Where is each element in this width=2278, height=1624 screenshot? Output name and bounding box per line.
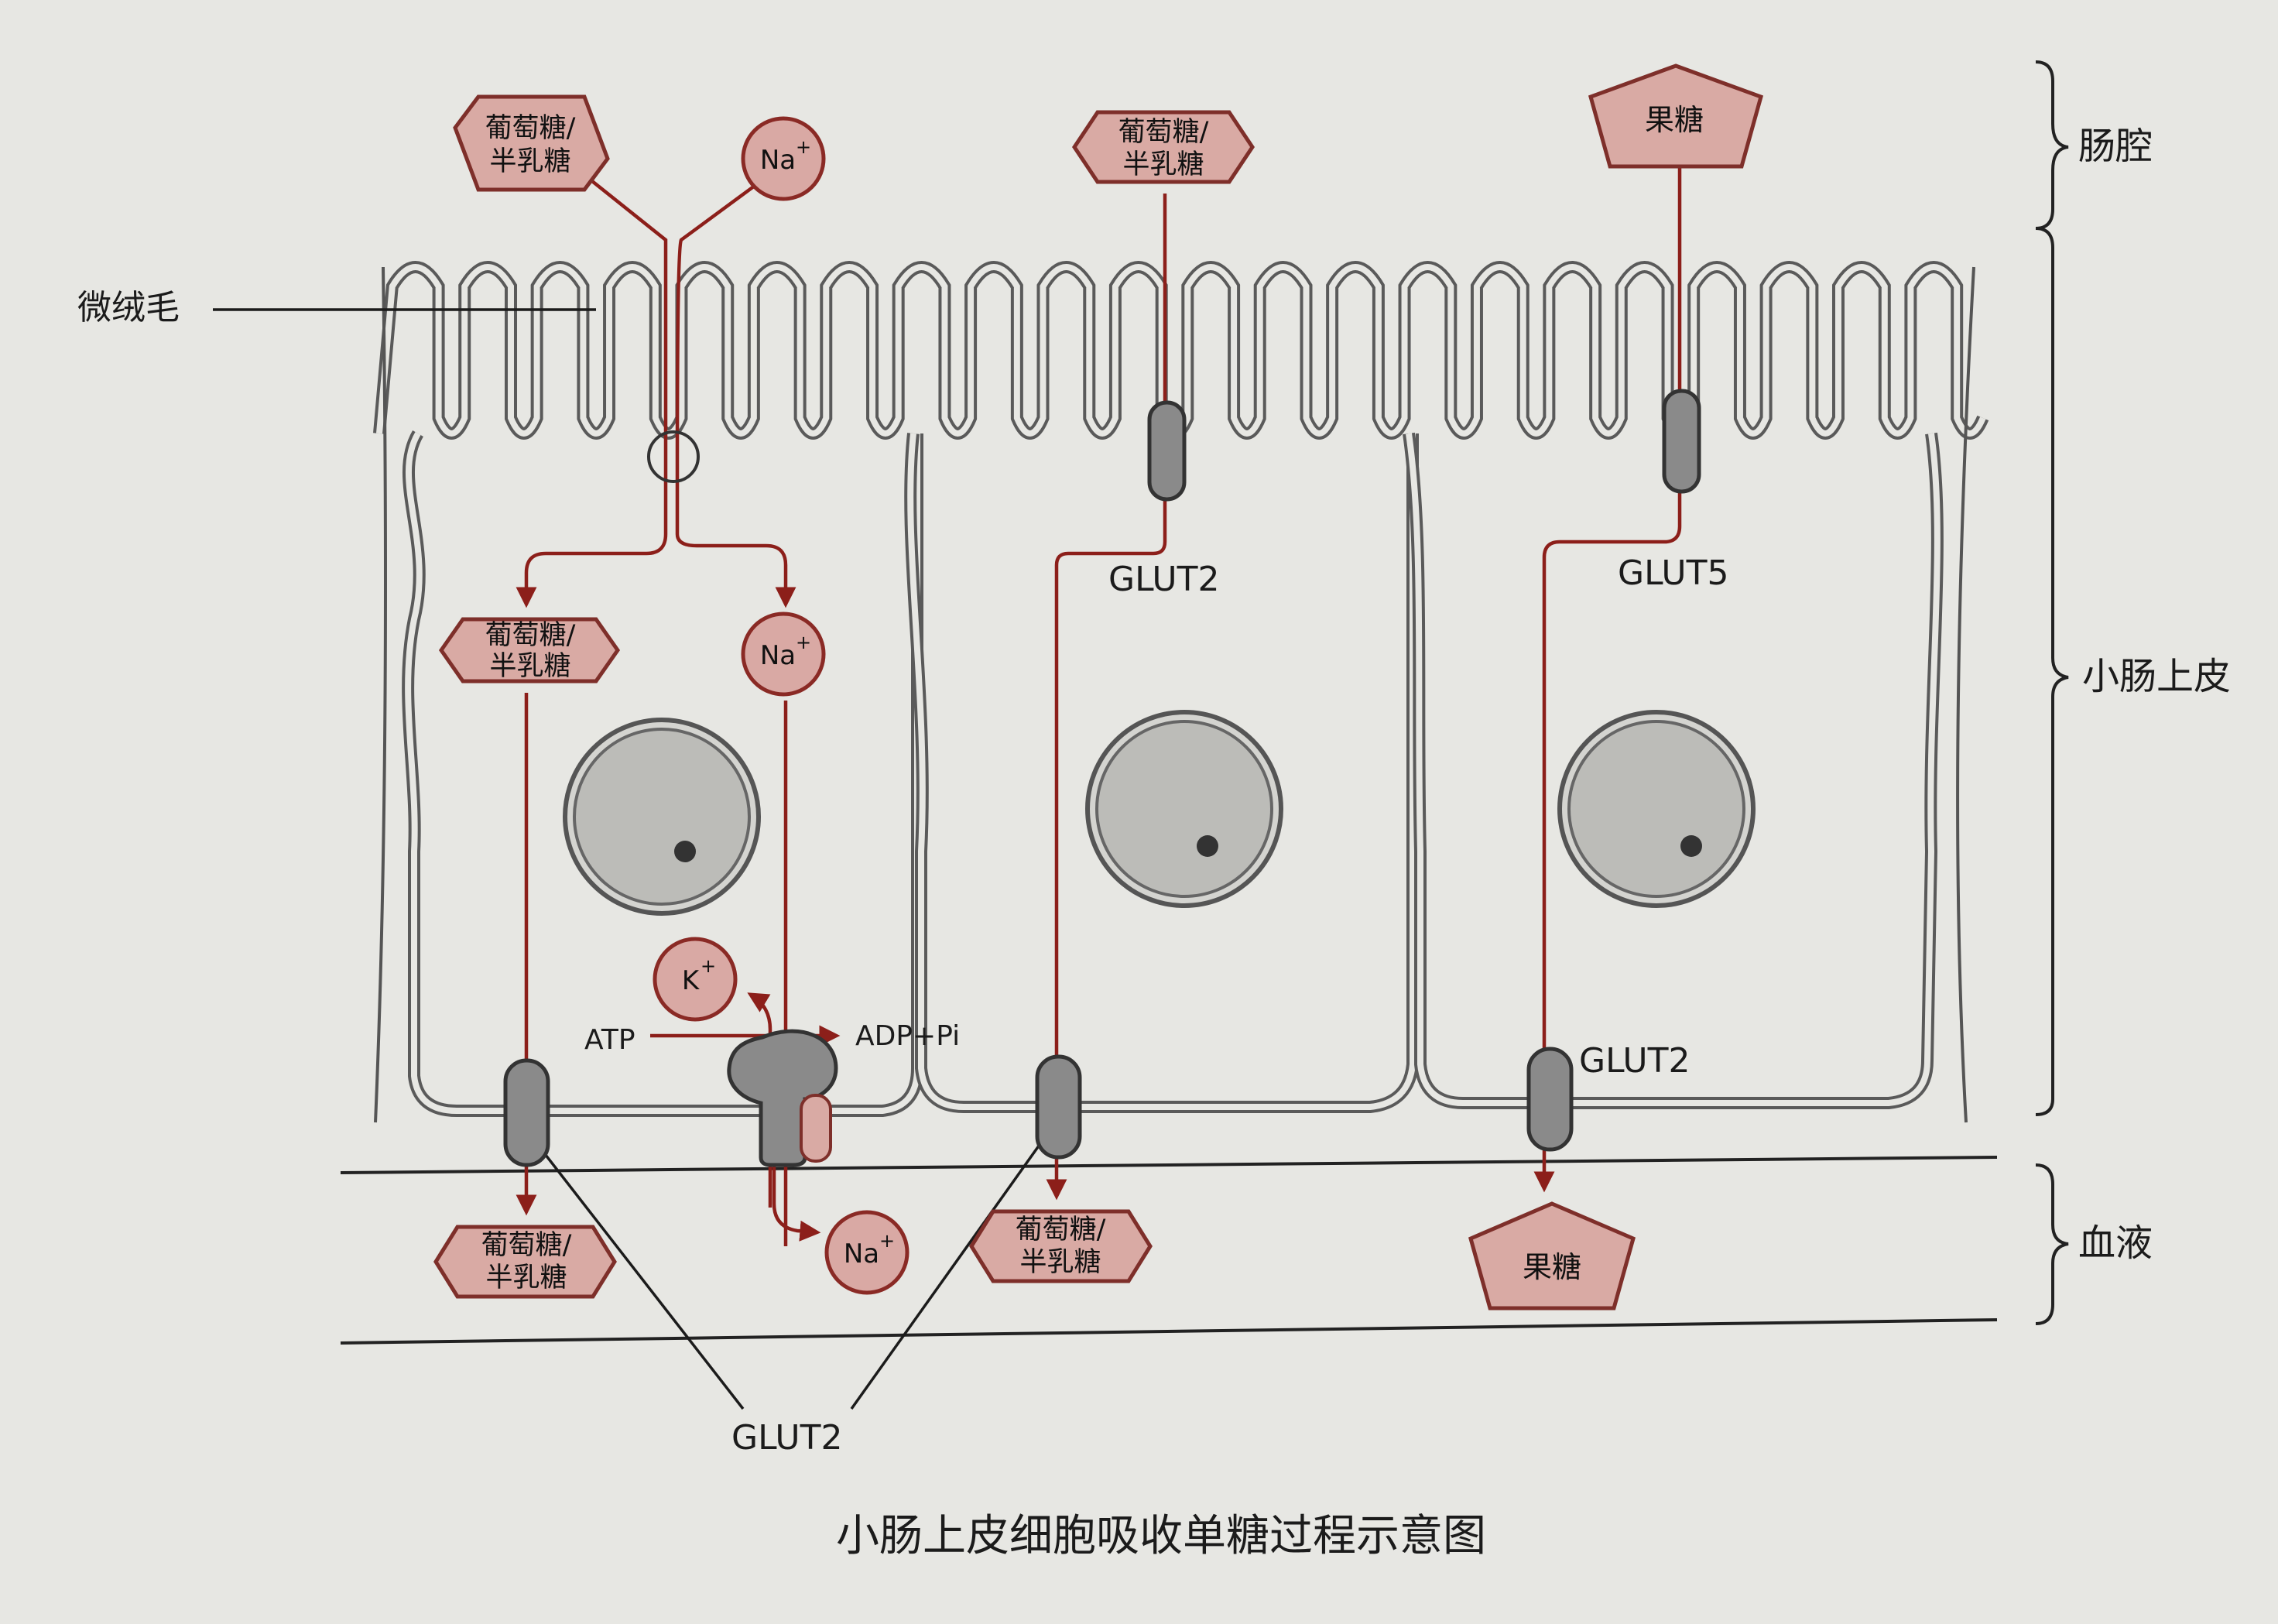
- glucose-galactose-lumen-1: 葡萄糖/ 半乳糖: [453, 94, 610, 192]
- glucose-galactose-blood-2: 葡萄糖/ 半乳糖: [969, 1209, 1153, 1283]
- transporters: [503, 389, 1701, 1167]
- sodium-potassium-pump: [727, 1029, 838, 1167]
- glut2-basal-label-cell3: GLUT2: [1579, 1041, 1691, 1081]
- glut2-leader-left: [525, 1129, 745, 1410]
- cell-3-membrane: [1403, 432, 1944, 1109]
- potassium-entry-arrow: [747, 992, 772, 1208]
- glucose-galactose-cell1: 葡萄糖/ 半乳糖: [438, 617, 621, 684]
- cell-1-membrane: [402, 430, 923, 1117]
- glucose-galactose-lumen-2: 葡萄糖/ 半乳糖: [1071, 110, 1255, 184]
- glut2-apical-transporter: [1147, 400, 1187, 502]
- ion-charge: +: [796, 632, 811, 653]
- glut2-basal-transporter-cell2: [1035, 1054, 1082, 1160]
- molecule-label: 葡萄糖/: [1016, 1215, 1106, 1245]
- nuclei: [563, 710, 1756, 916]
- molecule-label: 半乳糖: [489, 651, 570, 682]
- nucleus-3: [1557, 710, 1756, 908]
- glut2-basal-label-shared: GLUT2: [731, 1418, 843, 1458]
- microvilli-label: 微绒毛: [77, 288, 180, 327]
- ion-label: Na: [760, 145, 796, 176]
- blood-brace: [2035, 1163, 2069, 1325]
- sodium-ion-lumen: Na +: [741, 116, 826, 201]
- glut2-apical-label: GLUT2: [1108, 560, 1220, 599]
- sodium-ion-blood: Na +: [824, 1210, 909, 1295]
- molecule-label: 半乳糖: [485, 1263, 567, 1293]
- lumen-brace: [2035, 60, 2069, 230]
- ion-label: K: [682, 965, 701, 996]
- atp-label: ATP: [584, 1024, 635, 1056]
- molecule-label: 葡萄糖/: [1118, 117, 1209, 148]
- molecule-label: 半乳糖: [489, 146, 570, 177]
- ion-label: Na: [760, 640, 796, 671]
- labels: 微绒毛 GLUT2 GLUT5 GLUT2 GLUT2 ATP ADP+Pi 肠…: [77, 60, 2231, 1561]
- fructose-blood: 果糖: [1468, 1201, 1636, 1311]
- basement-line-bottom: [340, 1318, 1998, 1345]
- glut5-apical-label: GLUT5: [1618, 553, 1729, 593]
- leader-lines: [213, 308, 1054, 1410]
- molecule-label: 半乳糖: [1019, 1247, 1101, 1278]
- ion-charge: +: [701, 955, 716, 977]
- epithelium-label: 小肠上皮: [2082, 655, 2231, 698]
- molecule-label: 果糖: [1523, 1250, 1581, 1284]
- nucleus-1: [563, 718, 761, 916]
- ion-charge: +: [879, 1230, 895, 1252]
- blood-label: 血液: [2078, 1221, 2153, 1265]
- pump-beta-subunit: [800, 1094, 832, 1163]
- molecules: 葡萄糖/ 半乳糖 葡萄糖/ 半乳糖 葡萄糖/ 半乳糖 葡萄糖/ 半乳糖 葡萄糖/…: [433, 63, 1764, 1311]
- microvilli-membrane-inner: [376, 264, 1986, 437]
- glucose-path-cell1: [516, 176, 668, 608]
- fructose-lumen: 果糖: [1588, 63, 1764, 169]
- lumen-label: 肠腔: [2078, 125, 2153, 168]
- glut5-apical-transporter: [1662, 389, 1701, 494]
- molecule-label: 半乳糖: [1122, 149, 1204, 180]
- sodium-exit-arrow: [772, 1057, 821, 1242]
- cell-2-membrane: [904, 433, 1419, 1113]
- ion-label: Na: [844, 1239, 879, 1269]
- potassium-ion: K +: [653, 937, 738, 1022]
- basement-line-top: [340, 1156, 1998, 1174]
- glut2-leader-right: [850, 1125, 1054, 1410]
- sglt1-cotransporter: [647, 430, 700, 483]
- sodium-path-cell1: [675, 184, 796, 608]
- glucose-path-cell2: [1046, 194, 1167, 1201]
- molecule-label: 葡萄糖/: [485, 620, 576, 651]
- epithelium-brace: [2035, 227, 2069, 1116]
- molecule-label: 葡萄糖/: [485, 113, 576, 144]
- cell-membranes: [373, 261, 1989, 1123]
- molecule-label: 葡萄糖/: [481, 1230, 572, 1261]
- glucose-galactose-blood-1: 葡萄糖/ 半乳糖: [433, 1225, 617, 1299]
- sodium-ion-cell: Na +: [741, 612, 826, 697]
- glut2-basal-transporter-cell3: [1526, 1047, 1574, 1152]
- ion-charge: +: [796, 136, 811, 158]
- adp-label: ADP+Pi: [855, 1020, 960, 1052]
- glut2-basal-transporter-cell1: [503, 1058, 550, 1167]
- molecule-label: 果糖: [1645, 103, 1704, 137]
- figure-caption: 小肠上皮细胞吸收单糖过程示意图: [836, 1511, 1486, 1561]
- fructose-path-cell3: [1533, 166, 1682, 1193]
- nucleus-2: [1085, 710, 1283, 908]
